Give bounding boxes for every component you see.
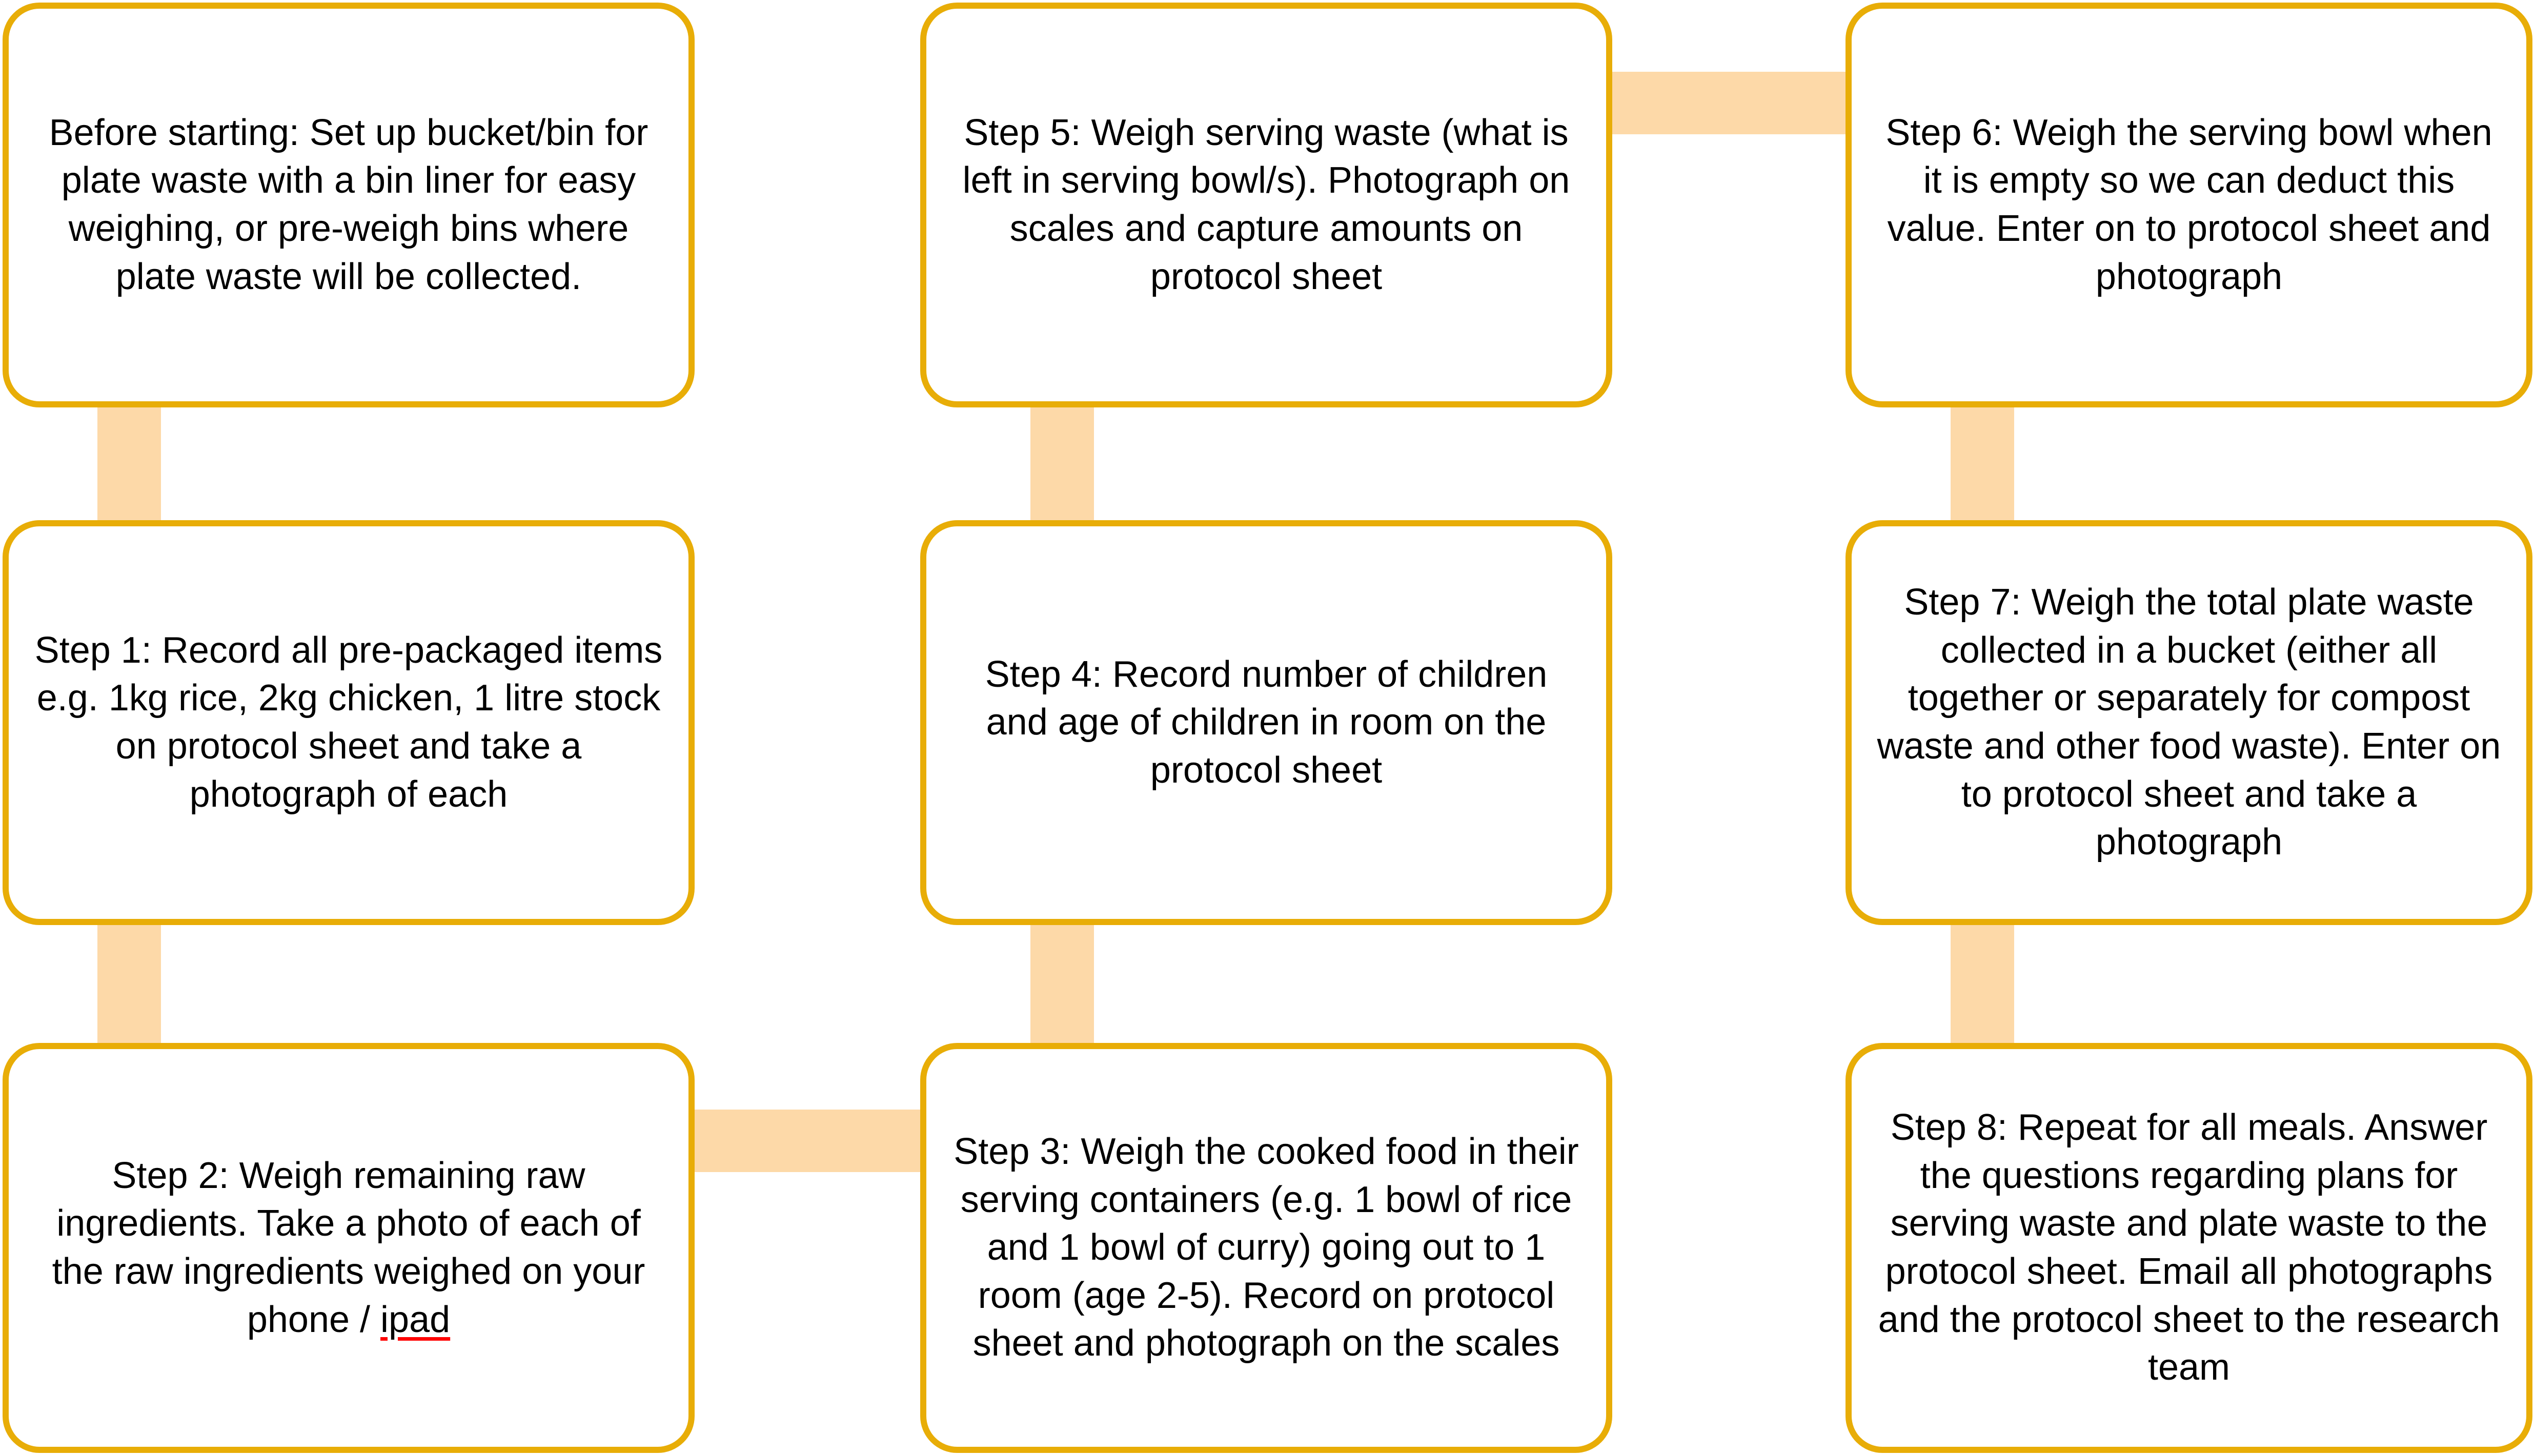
connector-before-starting-to-step-1 [97, 389, 161, 538]
connector-step-3-to-step-4 [1030, 910, 1094, 1058]
step-box-step-7-text: Step 7: Weigh the total plate waste coll… [1877, 582, 2501, 863]
step-box-step-8-text: Step 8: Repeat for all meals. Answer the… [1878, 1107, 2500, 1388]
step-box-step-2[interactable]: Step 2: Weigh remaining raw ingredients.… [3, 1043, 695, 1453]
connector-step-4-to-step-5 [1030, 389, 1094, 538]
step-box-step-8[interactable]: Step 8: Repeat for all meals. Answer the… [1846, 1043, 2532, 1453]
step-box-step-1[interactable]: Step 1: Record all pre-packaged items e.… [3, 520, 695, 925]
step-box-step-3[interactable]: Step 3: Weigh the cooked food in their s… [920, 1043, 1612, 1453]
step-box-step-6-text: Step 6: Weigh the serving bowl when it i… [1885, 112, 2492, 297]
step-box-step-4[interactable]: Step 4: Record number of children and ag… [920, 520, 1612, 925]
connector-step-7-to-step-8 [1951, 910, 2014, 1058]
connector-step-6-to-step-7 [1951, 389, 2014, 538]
step-box-step-7[interactable]: Step 7: Weigh the total plate waste coll… [1846, 520, 2532, 925]
connector-step-2-to-step-3 [677, 1110, 946, 1172]
step-box-before-starting-text: Before starting: Set up bucket/bin for p… [49, 112, 648, 297]
step-box-step-1-text: Step 1: Record all pre-packaged items e.… [34, 629, 663, 815]
step-box-step-5[interactable]: Step 5: Weigh serving waste (what is lef… [920, 3, 1612, 407]
connector-step-1-to-step-2 [97, 910, 161, 1058]
step-box-step-5-text: Step 5: Weigh serving waste (what is lef… [962, 112, 1570, 297]
connector-step-5-to-step-6 [1589, 72, 1866, 134]
step-box-step-2-text: Step 2: Weigh remaining raw ingredients.… [32, 1152, 665, 1344]
step-box-step-3-text: Step 3: Weigh the cooked food in their s… [954, 1131, 1579, 1364]
step-box-step-6[interactable]: Step 6: Weigh the serving bowl when it i… [1846, 3, 2532, 407]
step-box-step-4-text: Step 4: Record number of children and ag… [985, 653, 1548, 791]
step-box-step-2-text-main: Step 2: Weigh remaining raw ingredients.… [52, 1155, 645, 1340]
step-box-before-starting[interactable]: Before starting: Set up bucket/bin for p… [3, 3, 695, 407]
step-box-step-2-misspelled-word: ipad [380, 1299, 451, 1340]
